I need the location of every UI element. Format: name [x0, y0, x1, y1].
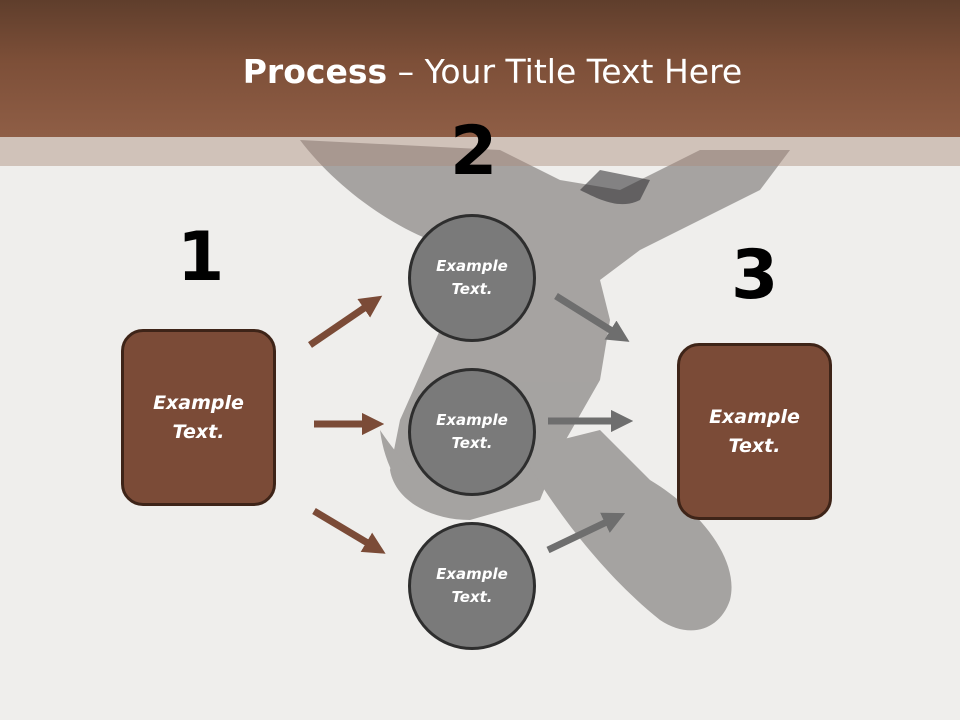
title-rest: – Your Title Text Here [387, 52, 743, 91]
title-strip [0, 137, 960, 166]
arrow-1-to-top [308, 295, 383, 348]
arrow-top-to-3 [554, 293, 630, 342]
step-2-circle-middle: Example Text. [408, 368, 536, 496]
circle-label: Example Text. [436, 411, 508, 452]
step-2-circle-top: Example Text. [408, 214, 536, 342]
slide-title: Process – Your Title Text Here [0, 52, 960, 91]
title-band [0, 0, 960, 137]
arrow-bottom-to-3 [546, 512, 626, 554]
step-number-2: 2 [450, 112, 498, 191]
title-bold: Process [242, 52, 388, 91]
step-2-circle-bottom: Example Text. [408, 522, 536, 650]
step-3-label: Example Text. [709, 405, 800, 457]
step-1-label: Example Text. [153, 391, 244, 443]
arrow-1-to-bottom [312, 507, 386, 554]
circle-label: Example Text. [436, 257, 508, 298]
step-number-3: 3 [731, 236, 779, 315]
circle-label: Example Text. [436, 565, 508, 606]
step-3-box: Example Text. [677, 343, 832, 520]
step-1-box: Example Text. [121, 329, 276, 506]
step-number-1: 1 [177, 218, 225, 297]
